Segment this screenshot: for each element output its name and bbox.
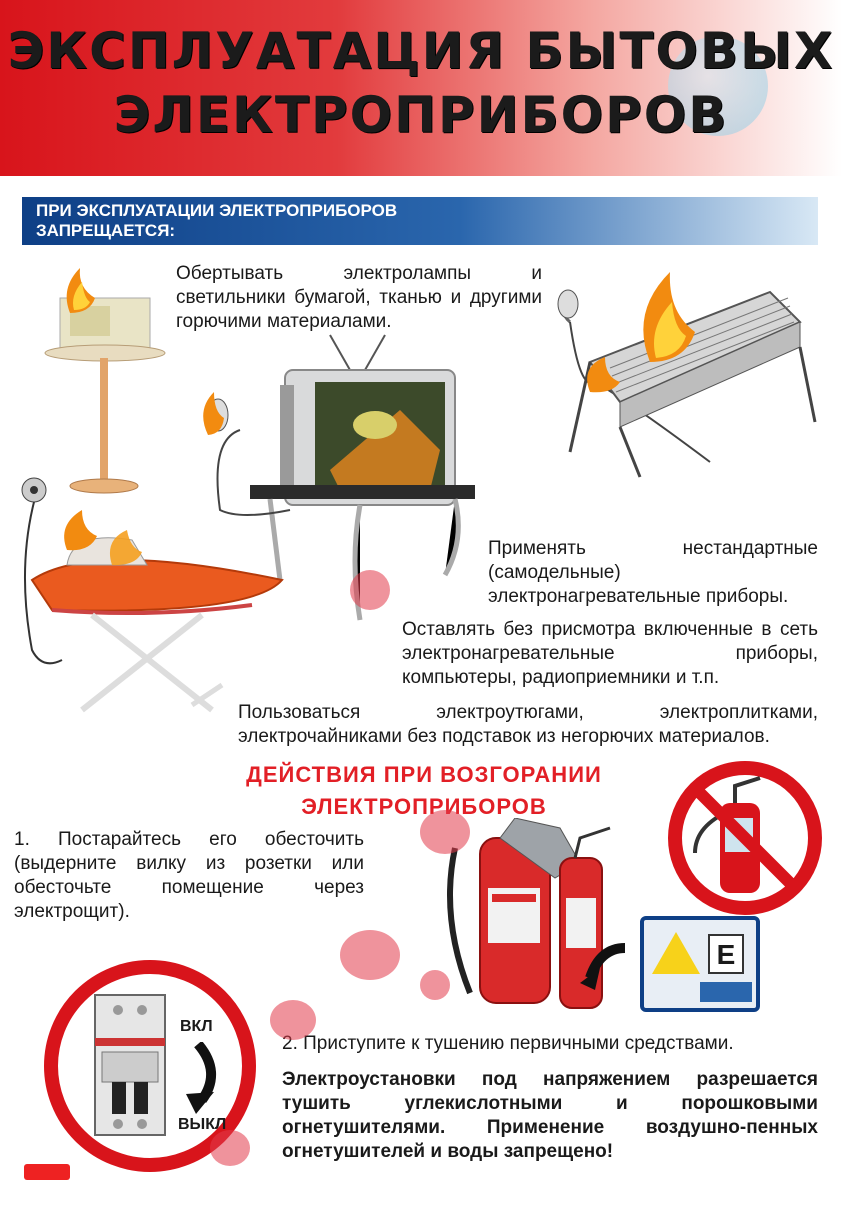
stain-blot <box>270 1000 316 1040</box>
rule-wrap-lamps: Обертывать электролампы и светильники бу… <box>176 263 542 332</box>
no-foam-extinguisher-sign-icon <box>668 761 822 915</box>
curved-arrow-down-icon <box>186 1042 217 1114</box>
actions-heading-line1: ДЕЙСТВИЯ ПРИ ВОЗГОРАНИИ <box>246 762 602 787</box>
stain-blot <box>350 570 390 610</box>
sign-letter: E <box>708 934 744 974</box>
burning-lamp-illustration <box>44 268 166 494</box>
warning-triangle-icon <box>652 932 700 974</box>
page-title-line1: ЭКСПЛУАТАЦИЯ БЫТОВЫХ <box>7 22 835 80</box>
breaker-on-label: ВКЛ <box>180 1018 213 1035</box>
circuit-breaker-illustration <box>94 994 166 1136</box>
stain-blot <box>420 810 470 854</box>
rule-nonstandard-heaters: Применять нестандартные (самодельные) эл… <box>488 538 818 607</box>
stain-blot <box>340 930 400 980</box>
stain-blot <box>210 1130 250 1166</box>
electrical-class-e-sign: E <box>640 916 760 1012</box>
step-2-extinguish: 2. Приступите к тушению первичными средс… <box>282 1033 734 1054</box>
stain-blot <box>420 970 450 1000</box>
section-banner: ПРИ ЭКСПЛУАТАЦИИ ЭЛЕКТРОПРИБОРОВ ЗАПРЕЩА… <box>22 197 818 245</box>
rule-no-stands: Пользоваться электроутюгами, электроплит… <box>238 702 818 747</box>
extinguisher-warning: Электроустановки под напряжением разреша… <box>282 1069 818 1162</box>
globe-logo-icon <box>668 36 768 136</box>
burning-heater-illustration <box>557 272 817 478</box>
iron-on-board-illustration <box>21 477 284 713</box>
sign-bar <box>700 982 752 1002</box>
rule-unattended-devices: Оставлять без присмотра включенные в сет… <box>402 619 818 688</box>
page-title-line2: ЭЛЕКТРОПРИБОРОВ <box>113 86 729 144</box>
banner-text: ПРИ ЭКСПЛУАТАЦИИ ЭЛЕКТРОПРИБОРОВ ЗАПРЕЩА… <box>36 201 398 240</box>
fire-extinguishers-illustration <box>447 818 626 1009</box>
step-1-deenergize: 1. Постарайтесь его обесточить (выдернит… <box>14 829 364 922</box>
actions-heading-line2: ЭЛЕКТРОПРИБОРОВ <box>301 794 547 819</box>
publisher-logo-icon <box>24 1164 70 1180</box>
breaker-off-label: ВЫКЛ <box>178 1116 227 1133</box>
tv-on-stand-illustration <box>203 334 475 621</box>
